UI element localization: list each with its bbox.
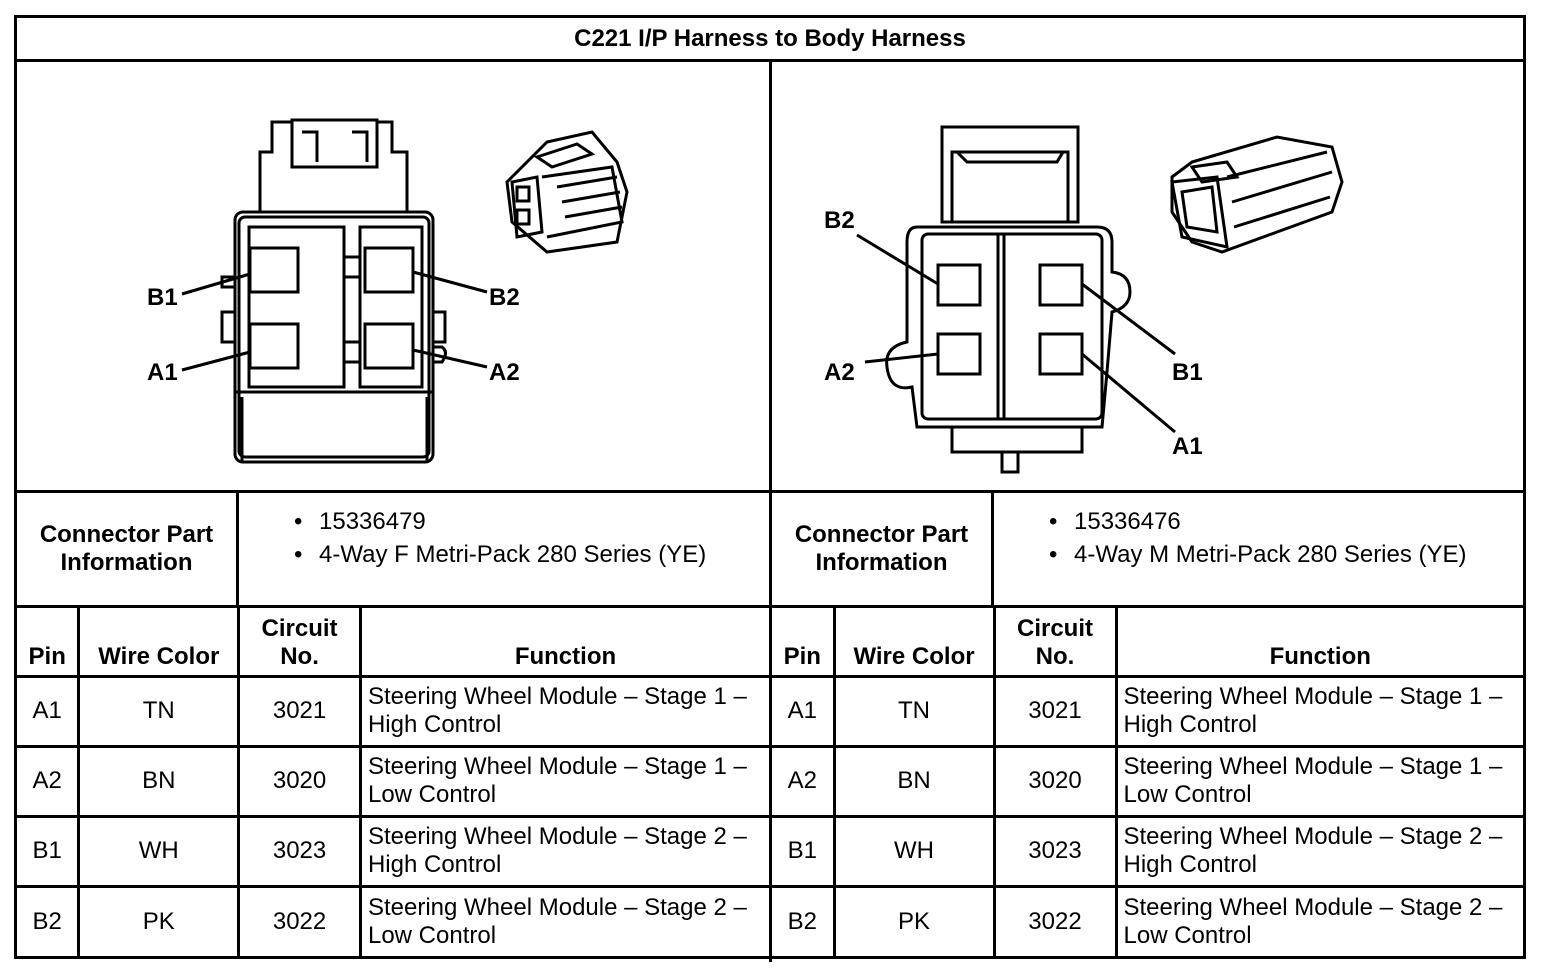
left-part-series: 4-Way F Metri-Pack 280 Series (YE) [239, 538, 772, 571]
cell-pin: A1 [17, 674, 81, 748]
cell-circuit: 3022 [992, 884, 1118, 956]
function-line-2: Low Control [1123, 921, 1252, 949]
cell-wire-color: PK [77, 884, 241, 956]
cell-wire-color: PK [832, 884, 996, 956]
table-row: B2 PK 3022 Steering Wheel Module – Stage… [772, 884, 1523, 956]
male-connector-diagram: B2 A2 B1 A1 [772, 62, 1523, 490]
cell-circuit: 3020 [992, 744, 1118, 818]
function-line-1: Steering Wheel Module – Stage 2 – [1123, 823, 1503, 850]
pin-label-a2: A2 [824, 359, 855, 386]
cell-function: Steering Wheel Module – Stage 2 –Low Con… [1114, 884, 1523, 956]
table-header-row: Pin Wire Color Circuit No. Function [772, 608, 1523, 678]
female-connector-face-view: B1 A1 B2 A2 [147, 118, 629, 464]
table-row: A1 TN 3021 Steering Wheel Module – Stage… [772, 674, 1523, 748]
right-info-list: 15336476 4-Way M Metri-Pack 280 Series (… [994, 493, 1523, 605]
pin-label-a1: A1 [147, 359, 178, 386]
function-line-1: Steering Wheel Module – Stage 1 – [367, 753, 747, 780]
cell-pin: A1 [772, 674, 836, 748]
pin-label-b1: B1 [147, 284, 178, 311]
table-row: A2 BN 3020 Steering Wheel Module – Stage… [17, 744, 773, 818]
function-line-1: Steering Wheel Module – Stage 2 – [367, 823, 747, 850]
function-line-1: Steering Wheel Module – Stage 1 – [367, 683, 747, 710]
left-info-label: Connector Part Information [17, 493, 239, 605]
header-circuit: Circuit No. [992, 608, 1118, 678]
cell-pin: B2 [772, 884, 836, 956]
header-pin: Pin [17, 608, 81, 678]
pin-label-b2: B2 [824, 207, 855, 234]
male-connector-face-view: B2 A2 B1 A1 [824, 125, 1344, 474]
left-pin-table: Pin Wire Color Circuit No. Function A1 T… [17, 608, 773, 956]
connector-sheet: C221 I/P Harness to Body Harness [14, 15, 1526, 962]
header-function: Function [1114, 608, 1523, 678]
pin-label-a1: A1 [1172, 433, 1203, 460]
cell-pin: A2 [772, 744, 836, 818]
cell-function: Steering Wheel Module – Stage 2 –Low Con… [358, 884, 773, 956]
header-function: Function [358, 608, 773, 678]
cell-wire-color: BN [77, 744, 241, 818]
function-line-2: Low Control [367, 921, 497, 949]
table-row: B2 PK 3022 Steering Wheel Module – Stage… [17, 884, 773, 956]
cell-pin: B2 [17, 884, 81, 956]
header-circuit: Circuit No. [237, 608, 362, 678]
function-line-1: Steering Wheel Module – Stage 1 – [1123, 753, 1503, 780]
cell-wire-color: WH [77, 814, 241, 888]
table-row: B1 WH 3023 Steering Wheel Module – Stage… [772, 814, 1523, 888]
cell-circuit: 3021 [237, 674, 362, 748]
cell-function: Steering Wheel Module – Stage 1 –High Co… [1114, 674, 1523, 748]
cell-pin: B1 [772, 814, 836, 888]
cell-wire-color: TN [77, 674, 241, 748]
function-line-1: Steering Wheel Module – Stage 2 – [367, 893, 747, 921]
table-row: A1 TN 3021 Steering Wheel Module – Stage… [17, 674, 773, 748]
cell-function: Steering Wheel Module – Stage 1 –Low Con… [358, 744, 773, 818]
table-row: B1 WH 3023 Steering Wheel Module – Stage… [17, 814, 773, 888]
page-title: C221 I/P Harness to Body Harness [17, 18, 1523, 62]
cell-circuit: 3022 [237, 884, 362, 956]
function-line-1: Steering Wheel Module – Stage 1 – [1123, 683, 1503, 710]
function-line-2: Low Control [1123, 781, 1252, 808]
pin-label-b1: B1 [1172, 359, 1203, 386]
function-line-2: High Control [367, 851, 502, 878]
cell-function: Steering Wheel Module – Stage 1 –High Co… [358, 674, 773, 748]
header-wire-color: Wire Color [77, 608, 241, 678]
header-pin: Pin [772, 608, 836, 678]
function-line-2: High Control [367, 711, 502, 738]
function-line-2: High Control [1123, 851, 1257, 878]
cell-pin: B1 [17, 814, 81, 888]
cell-wire-color: BN [832, 744, 996, 818]
right-part-series: 4-Way M Metri-Pack 280 Series (YE) [994, 538, 1523, 571]
cell-circuit: 3020 [237, 744, 362, 818]
center-divider [769, 490, 772, 962]
cell-pin: A2 [17, 744, 81, 818]
header-wire-color: Wire Color [832, 608, 996, 678]
function-line-1: Steering Wheel Module – Stage 2 – [1123, 893, 1503, 921]
cell-function: Steering Wheel Module – Stage 1 –Low Con… [1114, 744, 1523, 818]
cell-circuit: 3021 [992, 674, 1118, 748]
cell-circuit: 3023 [992, 814, 1118, 888]
right-part-number: 15336476 [994, 505, 1523, 538]
table-row: A2 BN 3020 Steering Wheel Module – Stage… [772, 744, 1523, 818]
right-pin-table: Pin Wire Color Circuit No. Function A1 T… [772, 608, 1523, 956]
cell-circuit: 3023 [237, 814, 362, 888]
table-header-row: Pin Wire Color Circuit No. Function [17, 608, 773, 678]
pin-label-a2: A2 [489, 359, 520, 386]
pin-label-b2: B2 [489, 284, 520, 311]
cell-wire-color: WH [832, 814, 996, 888]
cell-function: Steering Wheel Module – Stage 2 –High Co… [1114, 814, 1523, 888]
function-line-2: High Control [1123, 711, 1257, 738]
left-info-list: 15336479 4-Way F Metri-Pack 280 Series (… [239, 493, 772, 605]
cell-function: Steering Wheel Module – Stage 2 –High Co… [358, 814, 773, 888]
function-line-2: Low Control [367, 781, 497, 808]
female-connector-diagram: B1 A1 B2 A2 [17, 62, 772, 490]
left-part-number: 15336479 [239, 505, 772, 538]
right-info-label: Connector Part Information [772, 493, 994, 605]
cell-wire-color: TN [832, 674, 996, 748]
